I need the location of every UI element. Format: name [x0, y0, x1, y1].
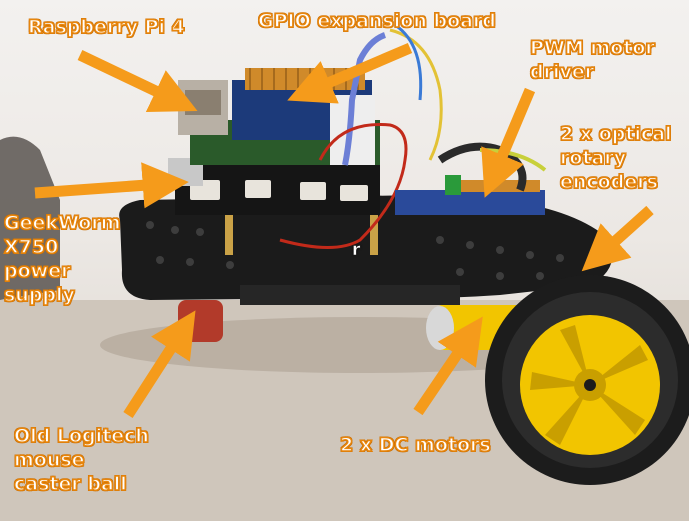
label-line: GeekWorm: [3, 211, 121, 234]
label-line: supply: [3, 283, 75, 306]
arrow-gpio-board: [287, 42, 413, 104]
arrow-power-supply: [34, 162, 189, 209]
label-dc-motors: 2 x DC motors: [339, 433, 491, 457]
wheel-axle: [584, 379, 596, 391]
ethernet-port-inner: [185, 90, 221, 115]
label-line: 2 x DC motors: [339, 433, 491, 456]
label-line: Old Logitech: [13, 424, 149, 447]
label-caster-ball: Old Logitech mouse caster ball: [13, 424, 149, 496]
label-line: power: [3, 259, 71, 282]
background-object: [0, 136, 60, 300]
arrow-encoders: [581, 205, 654, 272]
red-wire: [279, 122, 408, 249]
label-line: mouse: [13, 448, 85, 471]
label-line: PWM motor: [529, 36, 655, 59]
pwm-driver-board: [395, 190, 545, 215]
label-pwm-driver: PWM motor driver: [529, 36, 655, 84]
label-line: X750: [3, 235, 59, 258]
psu-connectors: [190, 180, 368, 201]
motor-endcap: [426, 306, 454, 350]
arrow-caster: [123, 310, 196, 418]
pwm-header-pins: [460, 180, 540, 192]
lower-rail: [240, 285, 460, 305]
robot-chassis: [119, 195, 613, 300]
arrow-pwm-driver: [481, 87, 536, 198]
label-line: driver: [529, 60, 595, 83]
label-line: Raspberry Pi 4: [27, 15, 185, 38]
label-line: GPIO expansion board: [257, 9, 496, 32]
ribbon-cable: [342, 32, 387, 166]
green-terminal: [445, 175, 461, 195]
label-power-supply: GeekWorm X750 power supply: [3, 211, 121, 307]
wheel-spokes: [530, 325, 648, 445]
blue-wire: [394, 23, 423, 101]
label-marker-r: r: [352, 238, 361, 262]
arrow-dc-motors: [413, 316, 483, 416]
label-line: r: [352, 240, 361, 261]
label-encoders: 2 x optical rotary encoders: [559, 122, 672, 194]
label-line: caster ball: [13, 472, 127, 495]
arrow-raspberry-pi: [77, 50, 198, 112]
label-line: encoders: [559, 170, 658, 193]
label-gpio-board: GPIO expansion board: [257, 9, 496, 33]
label-raspberry-pi: Raspberry Pi 4: [27, 15, 185, 39]
label-line: rotary: [559, 146, 627, 169]
label-line: 2 x optical: [559, 122, 672, 145]
